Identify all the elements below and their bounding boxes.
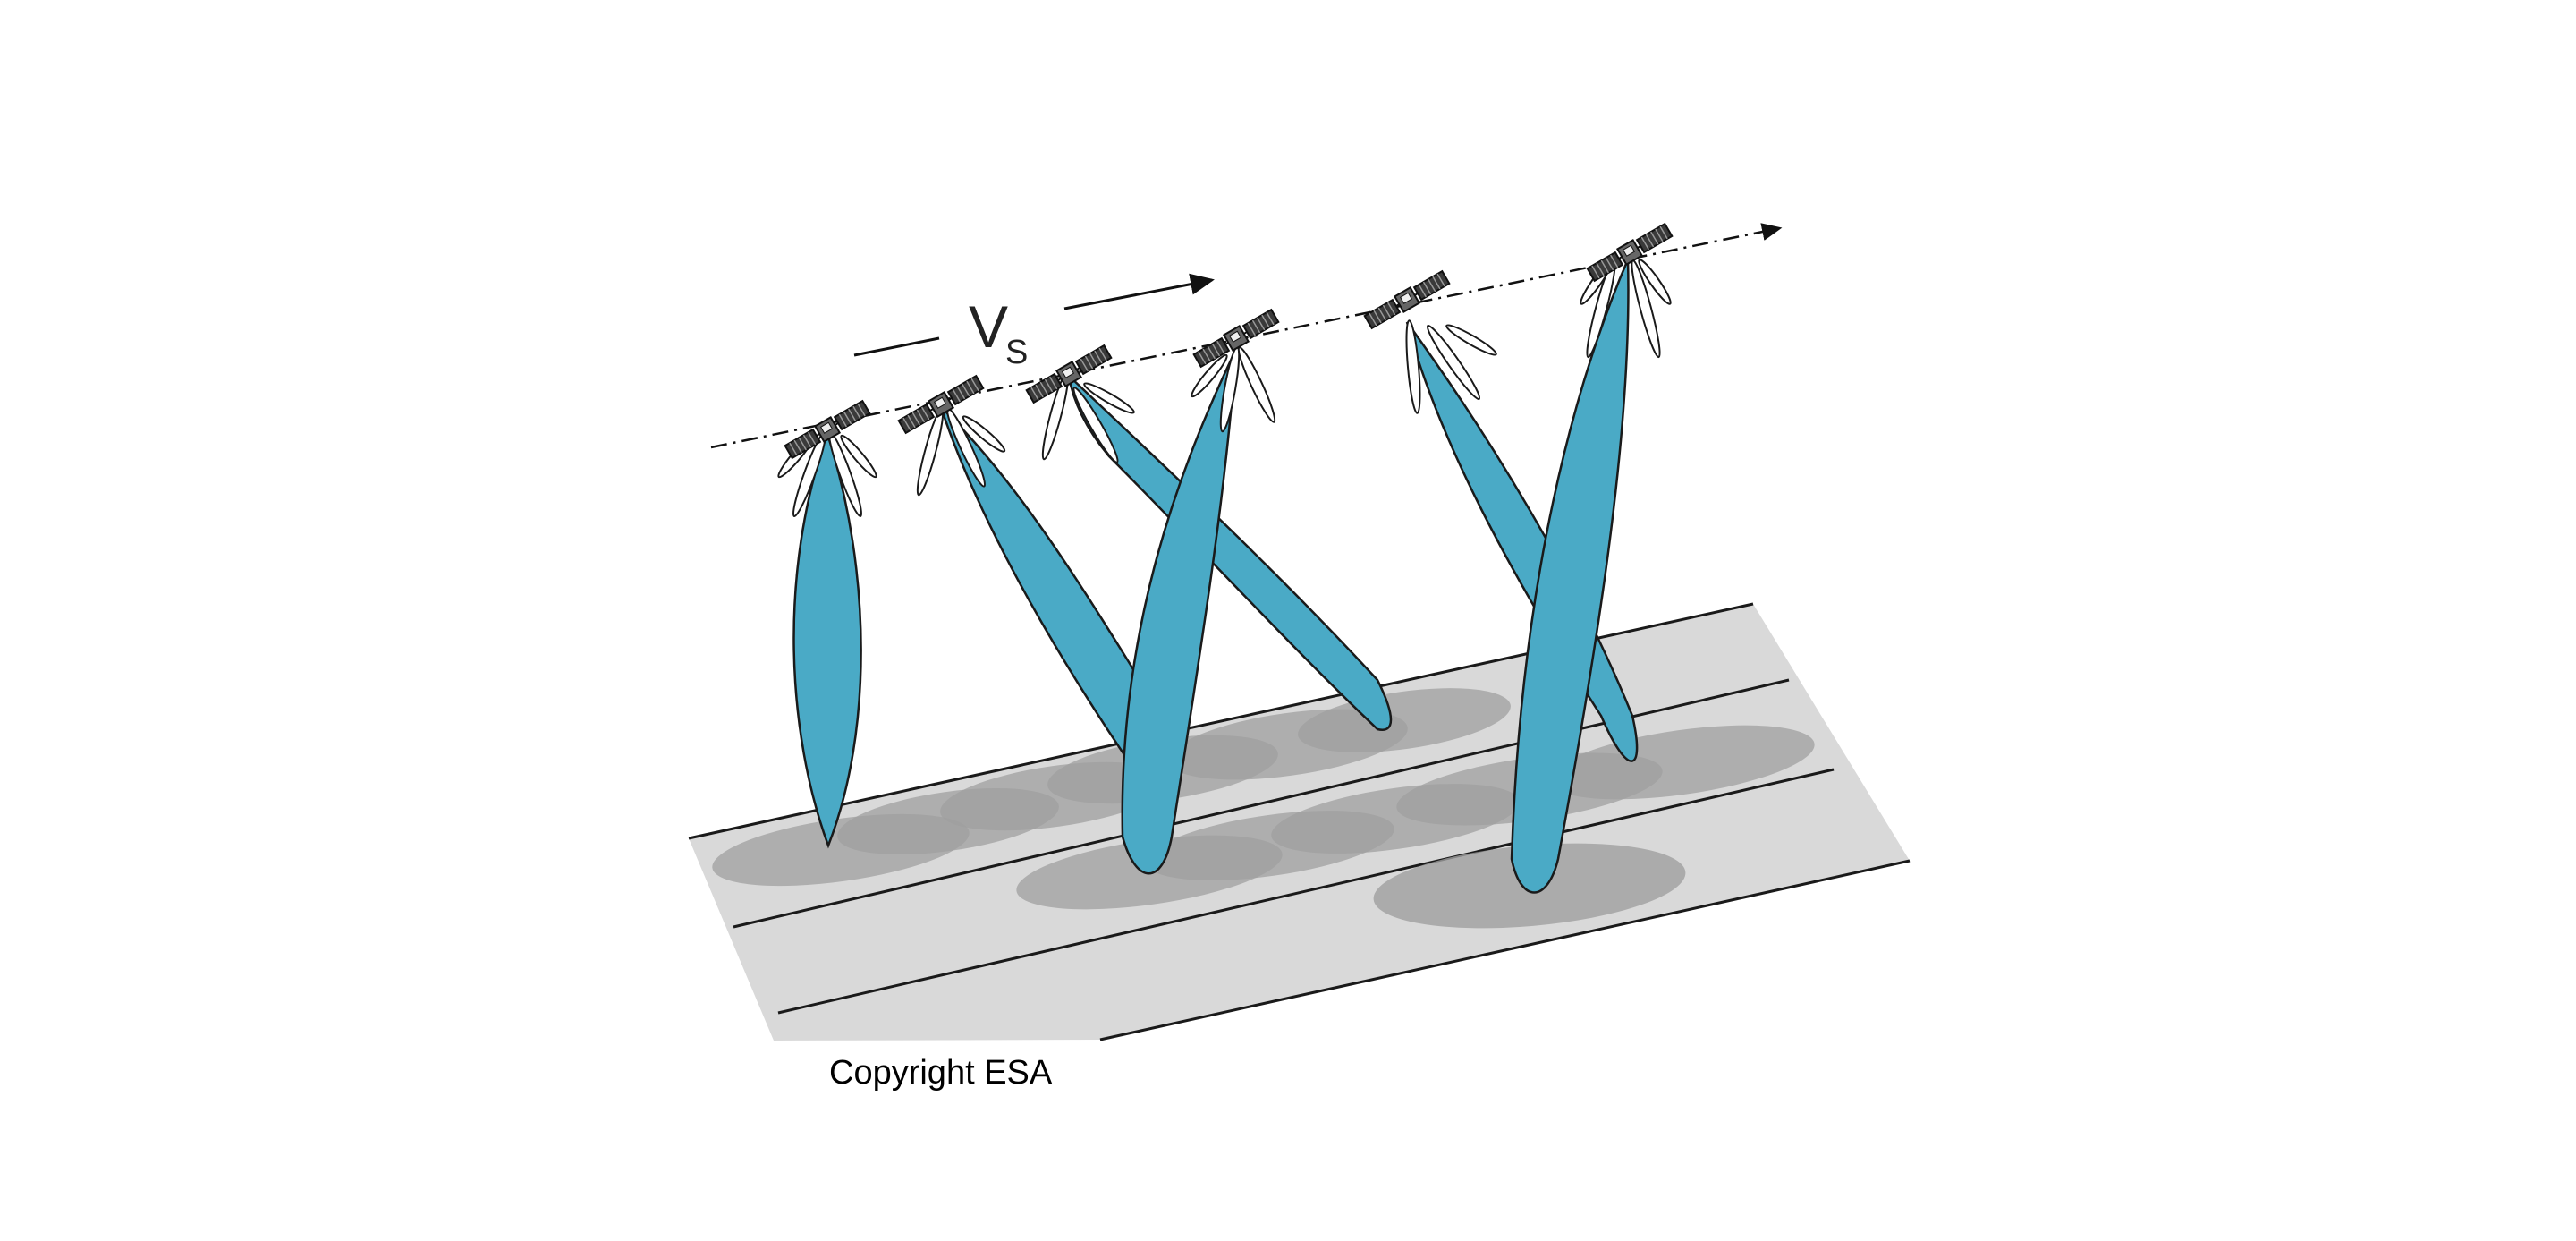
sidelobes-sat-6 [1580, 259, 1672, 359]
beam [792, 430, 862, 849]
velocity-label: V [969, 293, 1008, 360]
swath-boundary-line [1099, 859, 1911, 1041]
sidelobes-sat-4 [1191, 345, 1276, 433]
velocity-indicator: V S [853, 273, 1215, 371]
swath-boundary-line [777, 768, 1835, 1015]
antenna-sidelobes [777, 259, 1672, 518]
sidelobes-sat-3 [1041, 371, 1135, 463]
satellite-icon [1585, 221, 1674, 284]
satellite-icon [1362, 268, 1452, 331]
velocity-arrow [1063, 273, 1215, 310]
ground-swath [688, 602, 1911, 1041]
velocity-line-left [853, 336, 940, 357]
velocity-subscript: S [1005, 334, 1028, 371]
beam [1510, 259, 1630, 894]
copyright-caption: Copyright ESA [829, 1054, 1053, 1092]
beam [1121, 348, 1238, 875]
sidelobes-sat-5 [1405, 319, 1497, 414]
radar-beams [792, 259, 1639, 894]
